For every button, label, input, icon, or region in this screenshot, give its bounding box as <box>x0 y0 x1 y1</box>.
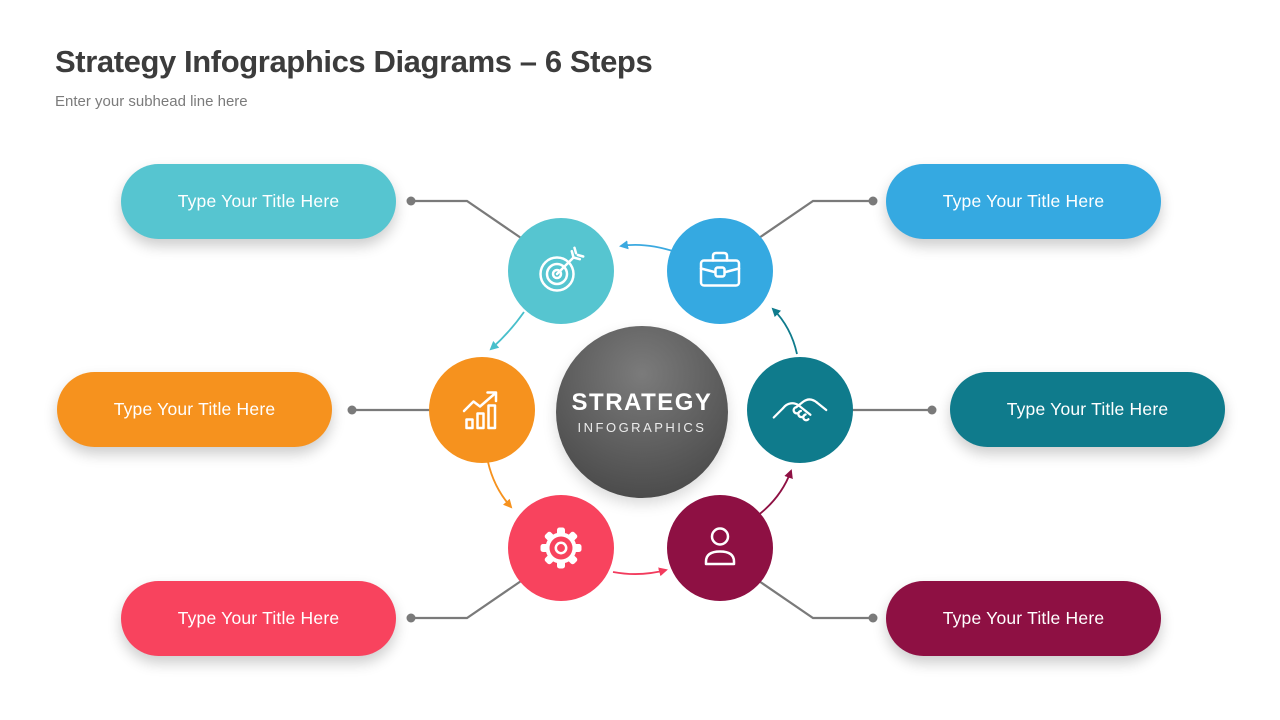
connector-dot <box>406 613 416 623</box>
title-pill-label: Type Your Title Here <box>942 608 1105 628</box>
connector-top-left <box>411 199 525 241</box>
gear-icon <box>540 527 582 569</box>
connector-dot <box>347 405 357 415</box>
flow-arrow-target-to-chart <box>489 311 525 351</box>
connector-bottom-left <box>411 578 525 620</box>
page-title: Strategy Infographics Diagrams – 6 Steps <box>55 44 653 79</box>
title-pill-top-right[interactable]: Type Your Title Here <box>886 164 1161 239</box>
connector-dot <box>406 196 416 206</box>
flow-arrow-user-to-handshake <box>756 469 793 517</box>
step-circle-growth-chart[interactable] <box>429 357 535 463</box>
step-circle-briefcase[interactable] <box>667 218 773 324</box>
title-pill-middle-right[interactable]: Type Your Title Here <box>950 372 1225 447</box>
connector-dot <box>927 405 937 415</box>
title-pill-label: Type Your Title Here <box>1006 399 1169 419</box>
title-pill-top-left[interactable]: Type Your Title Here <box>121 164 396 239</box>
title-pill-bottom-left[interactable]: Type Your Title Here <box>121 581 396 656</box>
flow-arrow-briefcase-to-target <box>619 240 677 253</box>
title-pill-label: Type Your Title Here <box>177 191 340 211</box>
center-strategy-circle: STRATEGY INFOGRAPHICS <box>556 326 728 498</box>
title-pill-label: Type Your Title Here <box>942 191 1105 211</box>
center-title: STRATEGY <box>571 389 713 416</box>
handshake-icon <box>772 398 828 422</box>
flow-arrow-gear-to-user <box>612 567 668 577</box>
briefcase-icon <box>699 251 741 287</box>
title-pill-label: Type Your Title Here <box>113 399 276 419</box>
page-subtitle[interactable]: Enter your subhead line here <box>55 93 248 110</box>
step-circle-handshake[interactable] <box>747 357 853 463</box>
target-icon <box>539 246 585 292</box>
user-icon <box>704 527 736 566</box>
connector-dot <box>868 613 878 623</box>
center-subtitle: INFOGRAPHICS <box>577 420 707 435</box>
flow-arrow-chart-to-gear <box>487 461 513 509</box>
title-pill-label: Type Your Title Here <box>177 608 340 628</box>
connector-bottom-right <box>755 578 873 620</box>
gear-inner-fill <box>549 536 573 560</box>
title-pill-bottom-right[interactable]: Type Your Title Here <box>886 581 1161 656</box>
flow-arrow-handshake-to-briefcase <box>771 307 798 355</box>
step-circle-gear[interactable] <box>508 495 614 601</box>
step-circle-user[interactable] <box>667 495 773 601</box>
title-pill-middle-left[interactable]: Type Your Title Here <box>57 372 332 447</box>
connector-top-right <box>755 199 873 241</box>
step-circle-target[interactable] <box>508 218 614 324</box>
connector-dot <box>868 196 878 206</box>
growth-chart-icon <box>462 391 498 430</box>
